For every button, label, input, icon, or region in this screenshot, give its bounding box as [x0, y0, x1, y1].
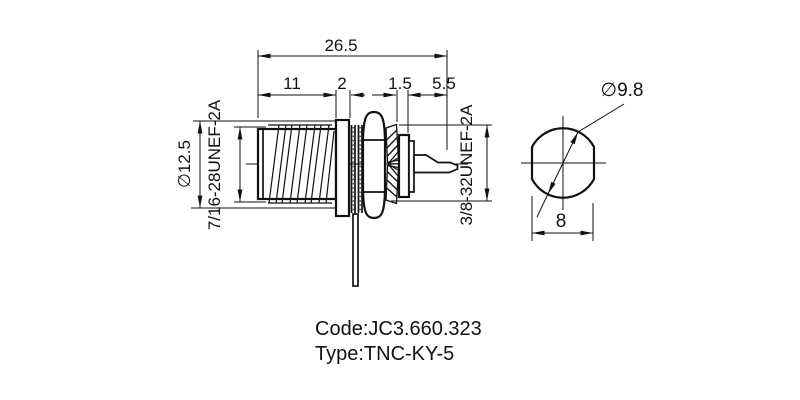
flange — [334, 118, 351, 218]
dim-overall-length: 26.5 — [324, 36, 357, 55]
lock-washer — [385, 123, 400, 205]
contact-pin — [413, 154, 459, 174]
type-label: Type:TNC-KY-5 — [315, 343, 454, 365]
gasket — [350, 125, 363, 213]
end-view: ∅9.8 8 — [521, 80, 643, 241]
rear-thread-label: 3/8-32UNEF-2A — [457, 104, 476, 226]
front-thread-label: 7/16-28UNEF-2A — [205, 99, 224, 230]
dim-front-length: 11 — [283, 74, 301, 93]
washer-center-fan — [387, 151, 399, 177]
dim-rear-length: 5.5 — [432, 74, 456, 93]
dim-washer-gap: 1.5 — [388, 74, 412, 93]
side-view-dimensions: 26.5 11 2 1.5 5.5 ∅12.5 7/16-28UNEF-2A 3… — [175, 36, 492, 230]
title-block: Code:JC3.660.323 Type:TNC-KY-5 — [315, 318, 482, 365]
hex-nut — [361, 110, 387, 220]
dim-flange-width: 2 — [337, 74, 346, 93]
code-label: Code:JC3.660.323 — [315, 318, 482, 340]
thread-hatching — [268, 124, 335, 204]
rear-body — [397, 133, 411, 199]
diameter-leader — [536, 103, 625, 218]
panel-tab — [352, 213, 359, 287]
dim-front-diameter: ∅12.5 — [175, 140, 194, 188]
dim-flat-width: 8 — [556, 211, 567, 232]
dim-end-diameter: ∅9.8 — [601, 80, 644, 101]
side-view — [246, 110, 468, 287]
